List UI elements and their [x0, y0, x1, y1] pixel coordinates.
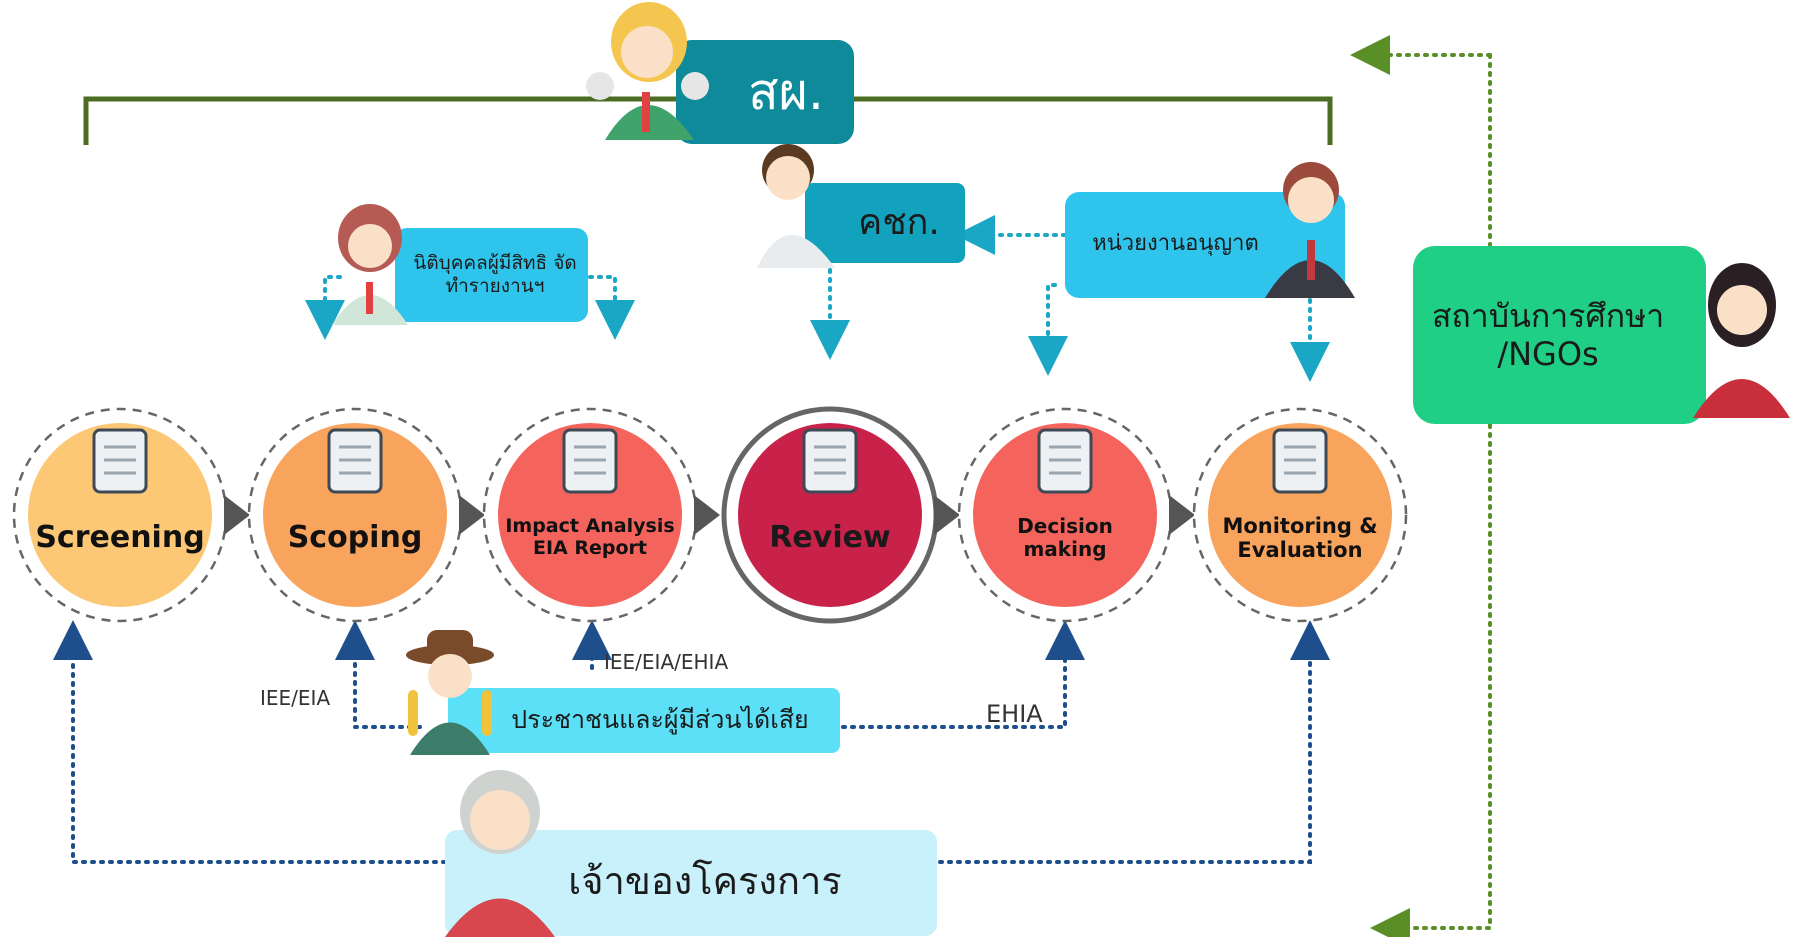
- step-arrow: [224, 495, 250, 535]
- step-arrow: [1169, 495, 1195, 535]
- step-label: Scoping: [287, 519, 423, 555]
- step-circle: [498, 423, 682, 607]
- step-arrow: [694, 495, 720, 535]
- process-steps: [12, 406, 1408, 624]
- step-circle: [1208, 423, 1392, 607]
- permit-agency-box: [1065, 192, 1345, 298]
- step-circle: [263, 423, 447, 607]
- agency-dotted-arrows: [305, 215, 1330, 382]
- step-label: Decision making: [1017, 514, 1113, 561]
- annotation-iee-eia: IEE/EIA: [260, 686, 331, 710]
- step-4: [721, 406, 960, 624]
- step-circle: [28, 423, 212, 607]
- step-circle: [973, 423, 1157, 607]
- step-6: [1192, 407, 1408, 623]
- licensed-entity-person-illustration: [332, 204, 408, 325]
- committee-label: คชก.: [858, 202, 940, 244]
- onep-box: [676, 40, 854, 144]
- annotation-iee-eia-ehia: IEE/EIA/EHIA: [604, 650, 729, 674]
- step-arrow: [459, 495, 485, 535]
- permit-agency-label: หน่วยงานอนุญาต: [1092, 230, 1259, 256]
- academia-label: สถาบันการศึกษา /NGOs: [1431, 296, 1665, 373]
- owner-person-illustration: [445, 770, 555, 937]
- step-label: Review: [769, 519, 891, 555]
- step-circle: [738, 423, 922, 607]
- step-label: Screening: [35, 519, 205, 555]
- academia-feedback-arrows: [1350, 35, 1492, 937]
- stakeholder-dotted-arrows: [53, 620, 1330, 864]
- committee-box: [805, 183, 965, 263]
- owner-box: [445, 830, 937, 936]
- step-5: [957, 407, 1195, 623]
- onep-label: สผ.: [748, 63, 824, 121]
- step-3: [482, 407, 720, 623]
- onep-person-illustration: [586, 2, 709, 140]
- academia-person-illustration: [1693, 263, 1790, 418]
- step-2: [247, 407, 485, 623]
- annotation-ehia: EHIA: [986, 700, 1043, 728]
- public-label: ประชาชนและผู้มีส่วนได้เสีย: [511, 705, 809, 734]
- academia-box: [1413, 246, 1706, 424]
- owner-label: เจ้าของโครงการ: [568, 859, 842, 904]
- step-label: Monitoring & Evaluation: [1222, 513, 1378, 562]
- public-person-illustration: [406, 630, 494, 755]
- licensed-entity-label: นิติบุคคลผู้มีสิทธิ จัดทำรายงานฯ: [413, 252, 577, 297]
- step-label: Impact Analysis EIA Report: [505, 515, 675, 559]
- public-box: [448, 688, 840, 753]
- committee-person-illustration: [757, 144, 835, 268]
- permit-agency-person-illustration: [1265, 162, 1355, 298]
- step-1: [12, 407, 250, 623]
- step-arrow: [934, 495, 960, 535]
- licensed-entity-box: [395, 228, 588, 322]
